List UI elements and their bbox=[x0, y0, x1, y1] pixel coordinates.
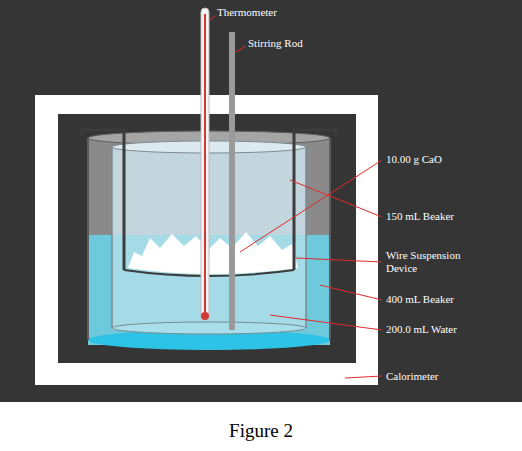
part-label: Stirring Rod bbox=[248, 37, 338, 50]
part-label: 10.00 g CaO bbox=[386, 153, 506, 166]
part-label: Thermometer bbox=[217, 6, 307, 19]
part-label: 400 mL Beaker bbox=[386, 293, 506, 306]
wire-suspension bbox=[82, 130, 124, 270]
leader-lines bbox=[210, 16, 382, 378]
stirring-rod bbox=[229, 32, 235, 330]
cao-solid bbox=[128, 232, 298, 274]
part-label: Wire Suspension Device bbox=[386, 249, 486, 275]
part-label: Calorimeter bbox=[386, 370, 506, 383]
part-label: 200.0 mL Water bbox=[386, 323, 506, 336]
thermometer bbox=[201, 8, 209, 320]
dark-ground bbox=[0, 0, 522, 402]
figure-caption: Figure 2 bbox=[161, 420, 361, 442]
part-label: 150 mL Beaker bbox=[386, 210, 506, 223]
